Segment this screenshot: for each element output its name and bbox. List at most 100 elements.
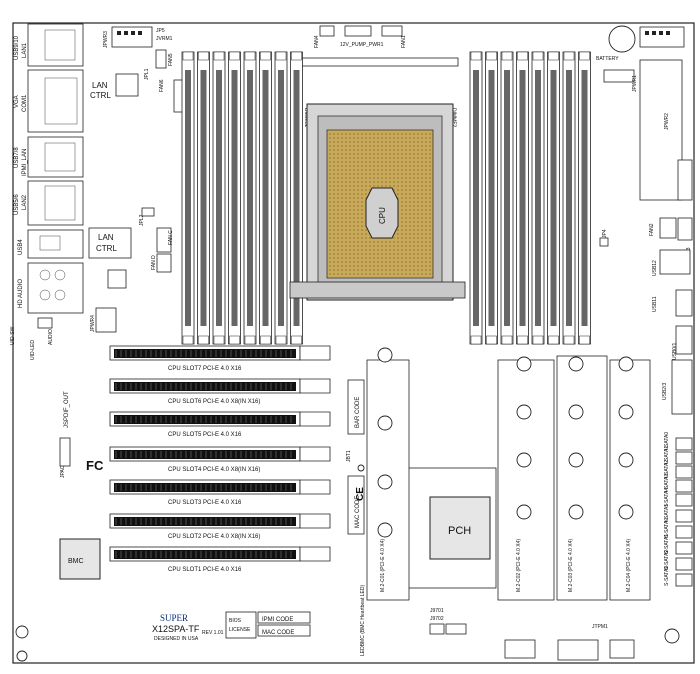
sata-port	[675, 451, 693, 465]
sata-port	[675, 525, 693, 539]
sata-label: I-SATA1	[664, 446, 670, 464]
svg-text:LICENSE: LICENSE	[229, 627, 251, 633]
m2-c03-label: M.2-C03 (PCI-E 4.0 X4)	[568, 539, 574, 592]
ipmi-lan-label: IPMI_LAN	[22, 149, 28, 176]
revision-label: REV 1.01	[202, 630, 224, 636]
sata-port	[675, 493, 693, 507]
dimm-label: DIMMB2	[303, 108, 309, 128]
sata-label: S-SATA2	[664, 550, 670, 570]
dimm-bank-left	[181, 51, 303, 345]
uid-led-label: UID-LED	[30, 340, 36, 360]
m2-c01-label: M.2-C01 (PCI-E 4.0 X4)	[380, 539, 386, 592]
j9702-label: J9702	[430, 616, 444, 622]
lan1-label: LAN1	[22, 42, 28, 58]
fc-mark: FC	[86, 458, 104, 473]
jpwr3-label: JPWR3	[103, 31, 109, 48]
pcie-slot-label: CPU SLOT5 PCI-E 4.0 X16	[168, 432, 242, 438]
designed-label: DESIGNED IN USA	[154, 636, 199, 642]
pump-label: 12V_PUMP_PWR1	[340, 42, 384, 48]
hd-audio-port	[27, 262, 84, 314]
cpu-socket: CPU	[289, 103, 466, 301]
sata-port	[675, 557, 693, 571]
usb9-label: USB9/10	[14, 35, 20, 60]
fan5-label: FAN5	[168, 53, 174, 66]
vga-com1-port	[27, 69, 84, 133]
pcie-slot-label: CPU SLOT6 PCI-E 4.0 X8(IN X16)	[168, 399, 260, 405]
uid-switch	[37, 317, 53, 329]
rear-io: USB9/10 LAN1 VGA COM1 USB7/8 IPMI_LAN US…	[10, 23, 84, 360]
sata-port	[675, 479, 693, 493]
sata-label: I-SATA5	[664, 504, 670, 522]
jp5-label: JP5	[156, 28, 165, 34]
jvrm1-label: JVRM1	[156, 36, 173, 42]
pcie-slot-label: CPU SLOT4 PCI-E 4.0 X8(IN X16)	[168, 467, 260, 473]
sata-label: I-SATA3	[664, 474, 670, 492]
sata-label: S-SATA1	[664, 534, 670, 554]
cpu-retention-bar	[297, 57, 459, 67]
jpwr2-connector	[639, 59, 683, 201]
m2-c02-label: M.2-C02 (PCI-E 4.0 X4)	[516, 539, 522, 592]
sata-port	[675, 509, 693, 523]
jbt1-label: JBT1	[346, 450, 352, 462]
usb11-label: USB11	[652, 296, 658, 312]
j9701-label: J9701	[430, 608, 444, 614]
bmc-label: BMC	[68, 558, 84, 565]
jpl2-label: JPL2	[139, 214, 145, 226]
battery-label: BATTERY	[596, 56, 619, 62]
mac-code-bottom-label: MAC CODE	[262, 630, 294, 636]
sata-port	[675, 573, 693, 587]
dimm-bank-right	[469, 51, 591, 345]
sata-label: S-SATA0	[664, 518, 670, 538]
pcie-slot: CPU SLOT6 PCI-E 4.0 X8(IN X16)	[109, 378, 331, 405]
fan2-label: FAN2	[649, 223, 655, 236]
usb9-lan1-port	[27, 23, 84, 67]
bmc-area: BMC	[59, 538, 101, 580]
vga-label: VGA	[14, 95, 20, 108]
pcie-slot: CPU SLOT1 PCI-E 4.0 X16	[109, 546, 331, 573]
jpwr4-label: JPWR4	[90, 315, 96, 332]
jpl1-label: JPL1	[144, 68, 150, 80]
usb01-label: USB0/1	[672, 343, 678, 360]
sata-label: I-SATA2	[664, 460, 670, 478]
bmc-chip-small	[107, 269, 127, 289]
ipmi-code-label: IPMI CODE	[262, 617, 293, 623]
ce-mark: CE	[355, 487, 366, 501]
usb78-ipmi-lan-port	[27, 136, 84, 178]
m2-c04-label: M.2-C04 (PCI-E 4.0 X4)	[626, 539, 632, 592]
cpu-core	[365, 187, 399, 239]
usb56-lan2-port	[27, 180, 84, 226]
model-label: X12SPA-TF	[152, 624, 200, 634]
fan4-label: FAN4	[314, 35, 320, 48]
svg-text:CTRL: CTRL	[96, 244, 117, 253]
pch-area: PCH	[407, 467, 497, 589]
cpu-label: CPU	[378, 207, 387, 224]
brand-label: SUPER	[160, 613, 188, 623]
pcie-slot-label: CPU SLOT3 PCI-E 4.0 X16	[168, 500, 242, 506]
jp4-label: JP4	[602, 229, 608, 238]
lan-ctrl-chip-1	[115, 73, 139, 97]
sata-port	[675, 465, 693, 479]
mac-code-label: MAC CODE	[355, 496, 361, 528]
lan2-label: LAN2	[22, 194, 28, 210]
usb4-label: USB4	[18, 239, 24, 255]
sata-port	[675, 541, 693, 555]
jspdif-label: JSPDIF_OUT	[64, 391, 70, 428]
sata-port	[675, 437, 693, 451]
jpwr1-label: JPWR1	[632, 75, 638, 92]
usb7-label: USB7/8	[14, 147, 20, 168]
pcie-slot: CPU SLOT3 PCI-E 4.0 X16	[109, 479, 331, 506]
jpwr2-label: JPWR2	[664, 113, 670, 130]
sata-label: I-SATA4	[664, 488, 670, 506]
fan-c-label: FAN C	[168, 230, 174, 245]
mounting-holes	[15, 347, 680, 662]
tpm-label: JTPM1	[592, 624, 608, 630]
pcie-slot: CPU SLOT7 PCI-E 4.0 X16	[109, 345, 331, 372]
pcie-slot-label: CPU SLOT2 PCI-E 4.0 X8(IN X16)	[168, 534, 260, 540]
usb4-port	[27, 229, 84, 259]
fan6-label: FAN6	[159, 79, 165, 92]
sata-connectors: I-SATA0I-SATA1I-SATA2I-SATA3I-SATA4I-SAT…	[664, 432, 693, 587]
lan-ctrl-label-2: LAN	[98, 233, 114, 242]
fan1-label: FAN1	[401, 35, 407, 48]
pcie-slot-label: CPU SLOT1 PCI-E 4.0 X16	[168, 567, 242, 573]
